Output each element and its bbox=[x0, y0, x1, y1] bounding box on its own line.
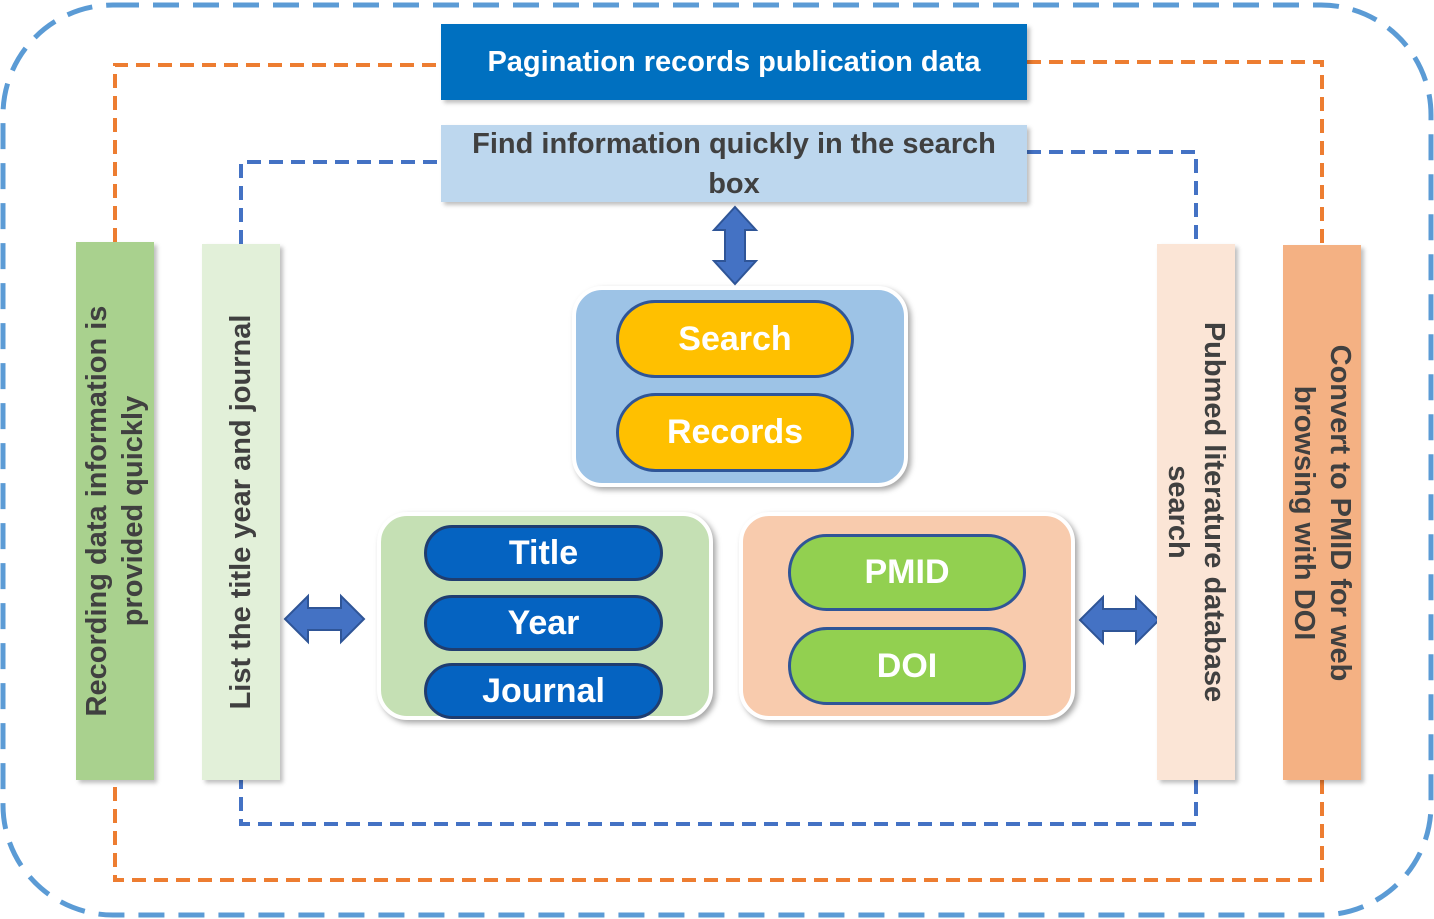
search-box-label: Find information quickly in the search b… bbox=[441, 125, 1027, 202]
right-outer-panel: Convert to PMID for web browsing with DO… bbox=[1283, 245, 1361, 780]
year-pill: Year bbox=[424, 595, 663, 651]
top-title-box: Pagination records publication data bbox=[441, 24, 1027, 100]
doi-pill: DOI bbox=[788, 627, 1026, 705]
search-pill: Search bbox=[616, 300, 854, 378]
left-double-arrow-icon bbox=[283, 593, 366, 645]
left-outer-panel-text: Recording data information is provided q… bbox=[81, 305, 149, 717]
search-box-label-text: Find information quickly in the search b… bbox=[472, 127, 996, 200]
journal-pill: Journal bbox=[424, 663, 663, 719]
left-inner-panel-text: List the title year and journal bbox=[225, 314, 257, 710]
left-outer-panel: Recording data information is provided q… bbox=[76, 242, 154, 780]
right-outer-panel-text: Convert to PMID for web browsing with DO… bbox=[1288, 344, 1356, 681]
records-pill: Records bbox=[616, 393, 854, 472]
title-pill: Title bbox=[424, 525, 663, 581]
right-inner-panel: Pubmed literature database search bbox=[1157, 244, 1235, 780]
orange-dashed-connector bbox=[113, 60, 1324, 882]
pmid-pill: PMID bbox=[788, 534, 1026, 611]
right-inner-panel-text: Pubmed literature database search bbox=[1162, 321, 1230, 703]
blue-dashed-connector bbox=[239, 150, 1198, 826]
top-title-text: Pagination records publication data bbox=[487, 45, 981, 78]
left-inner-panel: List the title year and journal bbox=[202, 244, 280, 780]
right-double-arrow-icon bbox=[1078, 594, 1161, 646]
vertical-double-arrow-icon bbox=[711, 205, 759, 286]
